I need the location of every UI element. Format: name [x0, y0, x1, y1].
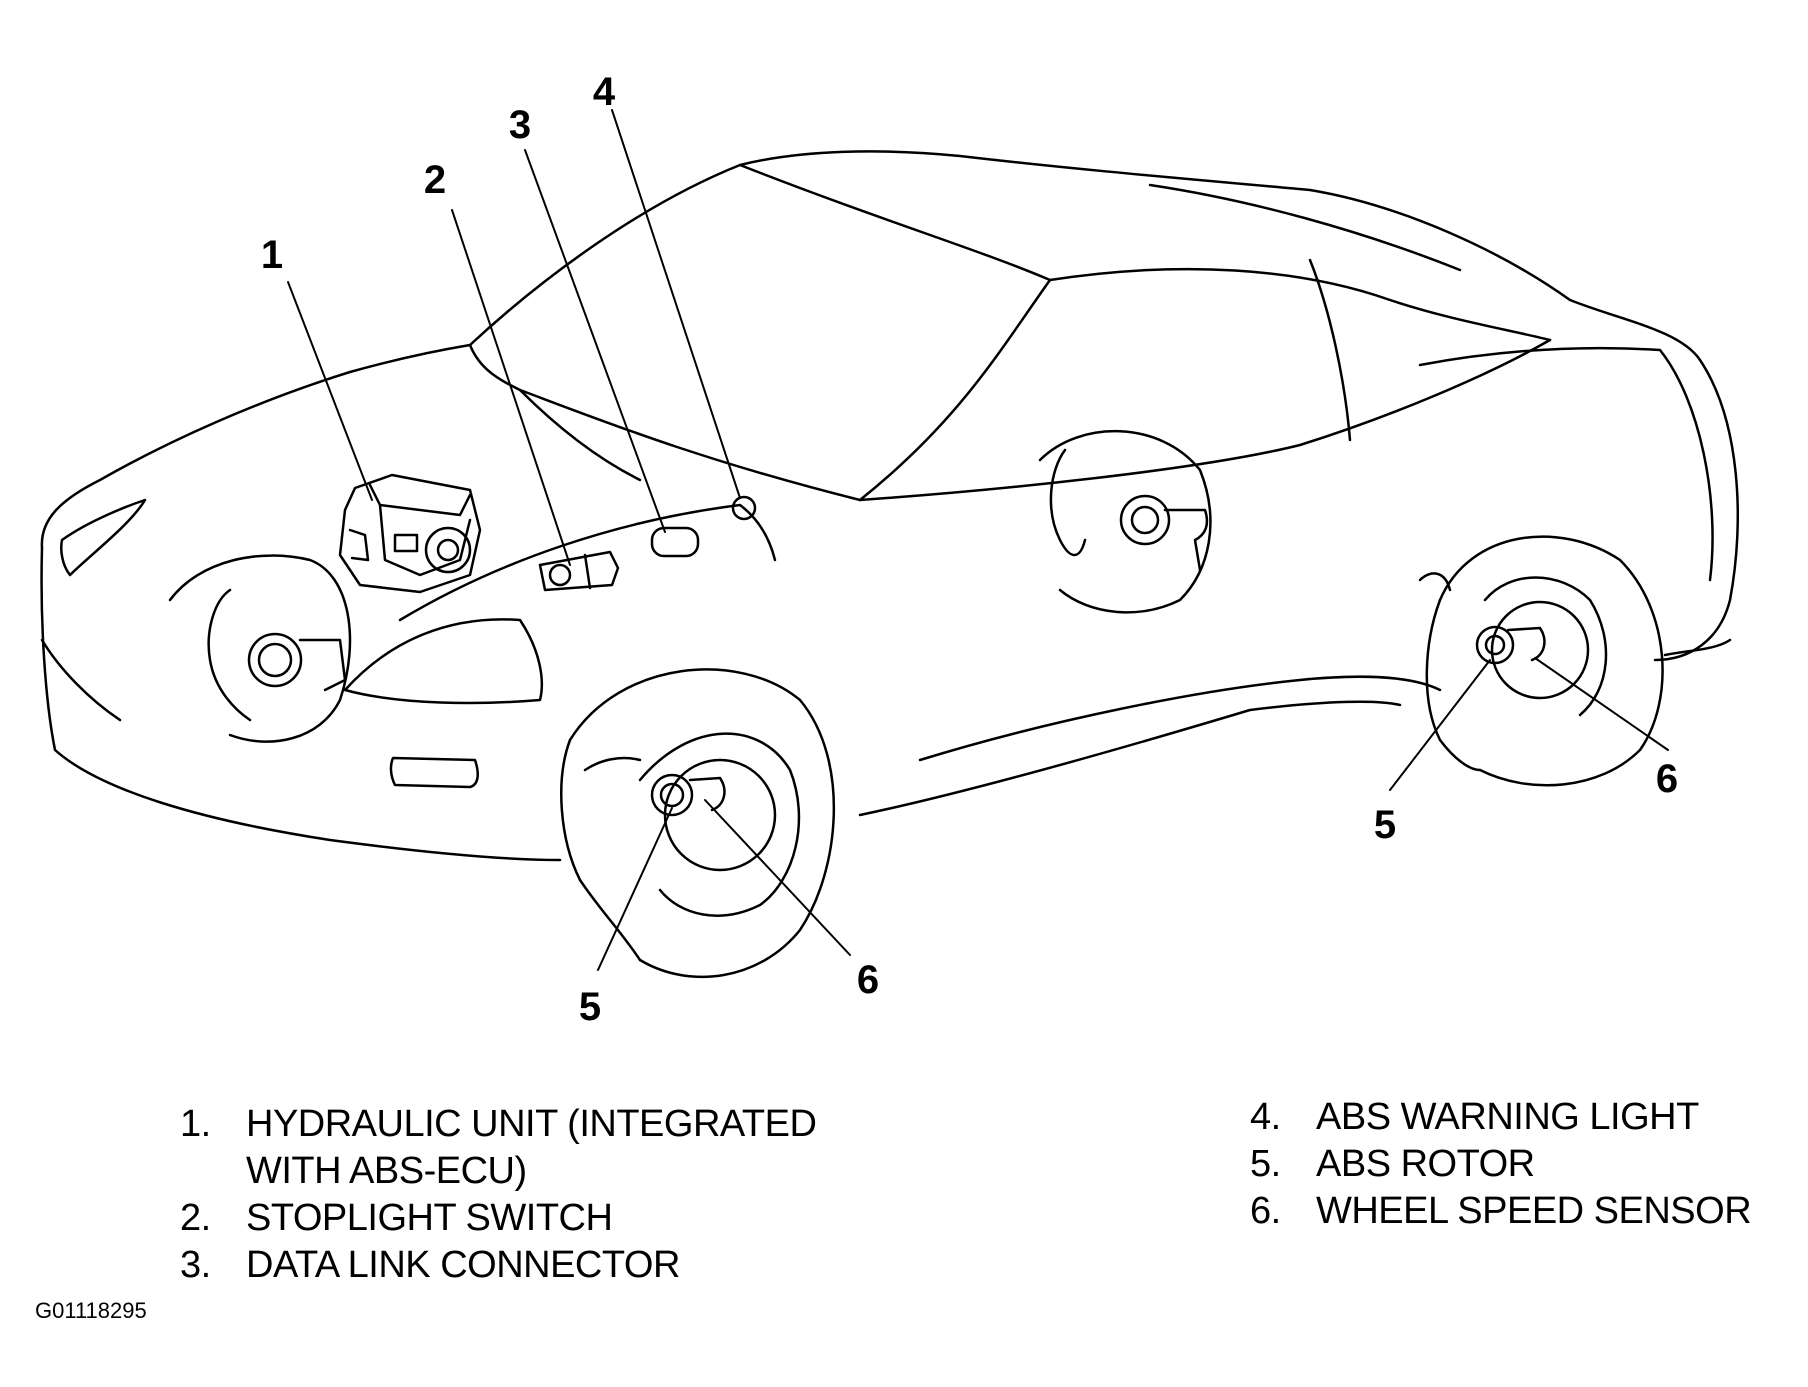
front-left-wheel — [168, 554, 352, 743]
callout-5-front: 5 — [579, 985, 601, 1029]
legend-label: ABS ROTOR — [1316, 1143, 1535, 1185]
figure-code: G01118295 — [35, 1298, 147, 1323]
stoplight-switch — [538, 550, 620, 592]
legend-number: 1. — [180, 1103, 211, 1145]
legend-number: 4. — [1250, 1096, 1281, 1138]
callout-4: 4 — [593, 70, 616, 114]
car-body-outline — [40, 150, 1739, 862]
legend-number: 3. — [180, 1244, 211, 1286]
callout-5-rear: 5 — [1374, 803, 1396, 847]
legend-number: 5. — [1250, 1143, 1281, 1185]
legend-label: HYDRAULIC UNIT (INTEGRATED — [246, 1103, 817, 1145]
abs-warning-light — [731, 495, 757, 521]
leader-lines — [287, 109, 1669, 971]
legend-number: 6. — [1250, 1190, 1281, 1232]
rear-left-wheel — [1038, 429, 1212, 614]
legend-label: DATA LINK CONNECTOR — [246, 1244, 680, 1286]
callout-6-front: 6 — [857, 958, 879, 1002]
legend-label: WITH ABS-ECU) — [246, 1150, 527, 1192]
callout-1: 1 — [261, 233, 283, 277]
legend-number: 2. — [180, 1197, 211, 1239]
front-right-wheel — [560, 668, 836, 979]
callout-3: 3 — [509, 103, 531, 147]
rear-right-wheel — [1418, 535, 1664, 787]
callout-2: 2 — [424, 158, 446, 202]
data-link-connector — [650, 526, 700, 558]
callout-6-rear: 6 — [1656, 757, 1678, 801]
legend-label: ABS WARNING LIGHT — [1316, 1096, 1699, 1138]
legend-label: STOPLIGHT SWITCH — [246, 1197, 613, 1239]
hydraulic-unit — [338, 473, 482, 594]
legend-label: WHEEL SPEED SENSOR — [1316, 1190, 1752, 1232]
